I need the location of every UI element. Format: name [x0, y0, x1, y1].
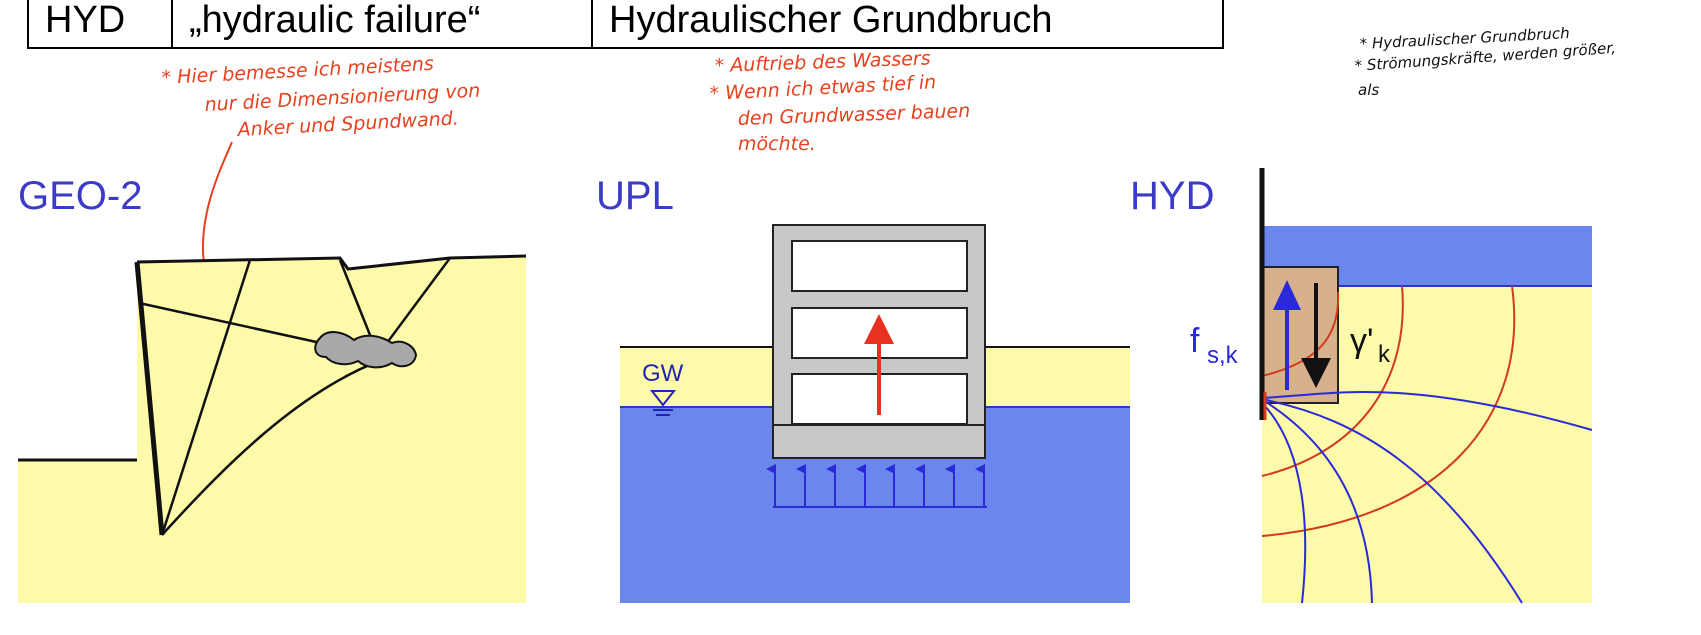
note-middle-line-3: den Grundwasser bauen: [737, 100, 970, 130]
geo2-title: GEO-2: [18, 174, 142, 218]
hyd-seepage-force-label: f: [1190, 322, 1200, 360]
table-cell-german-term: Hydraulischer Grundbruch: [609, 0, 1053, 41]
upl-floor-room-1: [791, 240, 968, 292]
hyd-weight-arrow-head: [1301, 358, 1331, 388]
geo2-anchor-tendon: [138, 301, 331, 347]
note-right-line-3: als: [1358, 81, 1379, 99]
upl-uplift-arrow-head: [864, 314, 894, 344]
geo2-ground-surface: [136, 254, 527, 271]
upl-water-pressure-arrows: [766, 464, 987, 508]
hyd-flow-lines: [1261, 391, 1593, 604]
geo2-grout-body: [314, 331, 418, 369]
upl-panel: UPL GW: [596, 174, 1130, 603]
hyd-seepage-force-subscript: s,k: [1207, 342, 1239, 369]
table-cell-abbreviation: HYD: [29, 0, 173, 47]
geo2-soil-body: [18, 256, 526, 603]
handwritten-note-right: * Hydraulischer Grundbruch * Strömungskr…: [1354, 24, 1616, 99]
note-middle-line-4: möchte.: [738, 133, 816, 155]
hyd-title: HYD: [1130, 174, 1214, 218]
geo2-failure-line-1: [160, 259, 252, 536]
hyd-panel: HYD f s,k γ' k: [1130, 168, 1593, 604]
water-level-symbol: [649, 390, 677, 416]
hyd-soil-prism: [1261, 266, 1339, 404]
definition-table: HYD „hydraulic failure“ Hydraulischer Gr…: [27, 0, 1224, 49]
handwritten-note-middle: * Auftrieb des Wassers * Wenn ich etwas …: [709, 47, 970, 155]
upl-gw-label: GW: [642, 360, 684, 387]
upl-title: UPL: [596, 174, 674, 218]
geo2-failure-line-3: [376, 257, 452, 356]
hyd-seepage-force-arrow-head: [1273, 280, 1301, 310]
geo2-sheet-pile-wall: [134, 261, 165, 536]
table-cell-english-term: „hydraulic failure“: [173, 0, 593, 47]
hyd-weight-label: γ': [1350, 322, 1374, 360]
hyd-weight-subscript: k: [1378, 341, 1391, 368]
upl-foundation-slab: [772, 424, 986, 459]
handwritten-note-left: * Hier bemesse ich meistens nur die Dime…: [161, 53, 481, 141]
geo2-panel: GEO-2: [18, 174, 527, 603]
note-middle-line-2: * Wenn ich etwas tief in: [709, 71, 937, 105]
hyd-potential-lines: [1261, 285, 1516, 537]
